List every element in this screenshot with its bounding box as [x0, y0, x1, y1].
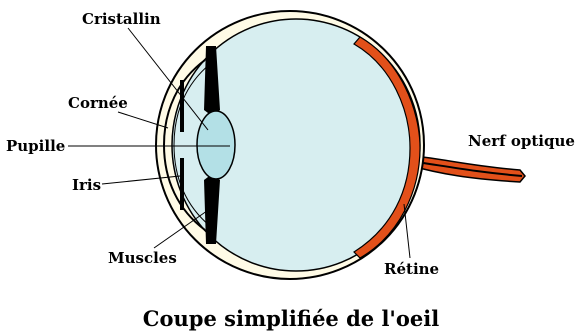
- label-cristallin: Cristallin: [82, 10, 161, 28]
- label-iris: Iris: [72, 176, 101, 194]
- label-pupille: Pupille: [6, 137, 65, 155]
- label-retine: Rétine: [384, 260, 439, 278]
- diagram-caption: Coupe simplifiée de l'oeil: [143, 306, 439, 331]
- label-cornee: Cornée: [68, 94, 128, 112]
- label-muscles: Muscles: [108, 249, 177, 267]
- lens: [197, 111, 235, 179]
- label-nerf-optique: Nerf optique: [468, 132, 575, 150]
